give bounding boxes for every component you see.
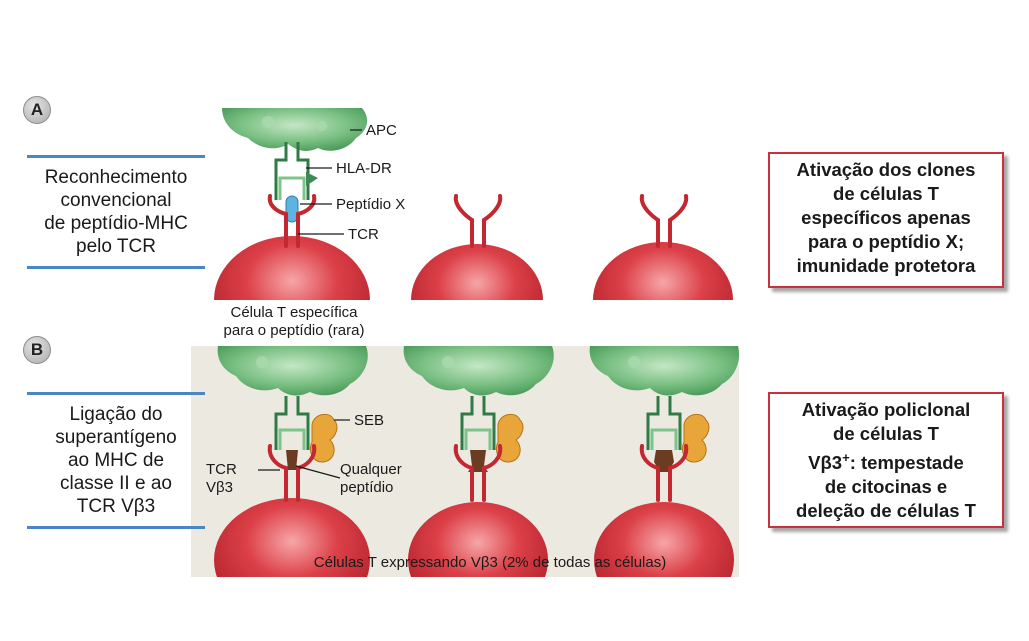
peptide-x bbox=[285, 195, 299, 223]
side-line: de peptídio-MHC bbox=[44, 213, 188, 234]
caption-a-line2: para o peptídio (rara) bbox=[224, 322, 365, 339]
panel-b-side-label: Ligação do superantígeno ao MHC de class… bbox=[25, 392, 207, 529]
apc-vesicle bbox=[317, 121, 327, 131]
rule-bottom bbox=[27, 526, 205, 529]
side-line: convencional bbox=[60, 190, 172, 211]
rule-top bbox=[27, 392, 205, 395]
result-tail: : tempestade bbox=[849, 452, 964, 474]
tcr-receptor bbox=[267, 194, 317, 248]
side-line: TCR Vβ3 bbox=[76, 496, 156, 517]
vb3-b-label: Vβ3 bbox=[206, 479, 233, 496]
any-peptide bbox=[286, 450, 298, 470]
side-line: ao MHC de bbox=[67, 450, 165, 471]
superantigen-complex-2 bbox=[453, 396, 524, 502]
apc-cell bbox=[589, 346, 739, 396]
any-peptide-label-2: peptídio bbox=[340, 479, 393, 496]
result-line: específicos apenas bbox=[801, 207, 971, 228]
panel-b-result-box: Ativação policlonal de células T Vβ3+: t… bbox=[768, 392, 1004, 528]
result-line: de células T bbox=[833, 423, 939, 444]
apc-cell bbox=[217, 346, 368, 396]
apc-cell bbox=[222, 108, 368, 151]
caption-a-line1: Célula T específica bbox=[230, 304, 358, 321]
panel-a-result-box: Ativação dos clones de células T específ… bbox=[768, 152, 1004, 288]
superantigen-complex-1 bbox=[267, 396, 338, 502]
t-cell bbox=[214, 236, 370, 300]
caption-b: Células T expressando Vβ3 (2% de todas a… bbox=[314, 554, 666, 571]
t-cell bbox=[411, 244, 543, 300]
rule-bottom bbox=[27, 266, 205, 269]
panel-a-side-label: Reconhecimento convencional de peptídio-… bbox=[25, 155, 207, 269]
tcr-b-label: TCR bbox=[206, 461, 237, 478]
result-line: Ativação policlonal bbox=[801, 399, 971, 420]
t-cell bbox=[593, 242, 733, 300]
side-line: Reconhecimento bbox=[44, 167, 188, 188]
apc-vesicle bbox=[262, 116, 274, 128]
apc-label: APC bbox=[366, 122, 397, 139]
result-line: imunidade protetora bbox=[796, 255, 976, 276]
apc-vesicle bbox=[628, 356, 640, 368]
rule-top bbox=[27, 155, 205, 158]
tcr-receptor bbox=[639, 194, 689, 248]
result-line: deleção de células T bbox=[796, 500, 976, 522]
side-line: classe II e ao bbox=[60, 473, 172, 494]
panel-a-drawing bbox=[214, 108, 733, 300]
panel-b-badge: B bbox=[23, 336, 51, 364]
side-line: Ligação do bbox=[69, 404, 163, 425]
apc-cell bbox=[403, 346, 554, 396]
vb3-text: Vβ3 bbox=[808, 452, 843, 474]
mhc-tab bbox=[306, 172, 318, 186]
result-line: de células T bbox=[833, 183, 939, 204]
result-line: de citocinas e bbox=[824, 476, 948, 498]
tcr-label: TCR bbox=[348, 226, 379, 243]
result-line: para o peptídio X; bbox=[807, 231, 965, 252]
result-line: Ativação dos clones bbox=[796, 159, 976, 180]
tcr-receptor bbox=[453, 194, 503, 248]
side-line: superantígeno bbox=[55, 427, 177, 448]
apc-vesicle bbox=[256, 356, 268, 368]
apc-vesicle bbox=[442, 356, 454, 368]
t-cell bbox=[594, 502, 734, 577]
leader-line bbox=[295, 465, 341, 479]
hla-dr-label: HLA-DR bbox=[336, 160, 392, 177]
any-peptide-label-1: Qualquer bbox=[340, 461, 402, 478]
side-line: pelo TCR bbox=[76, 236, 156, 257]
superscript-plus: + bbox=[842, 450, 850, 465]
panel-b-drawing bbox=[214, 346, 739, 577]
result-line-vb3: Vβ3+: tempestade bbox=[772, 446, 1000, 475]
t-cell bbox=[408, 502, 548, 577]
panel-a-badge: A bbox=[23, 96, 51, 124]
t-cell bbox=[214, 498, 370, 577]
peptide-x-label: Peptídio X bbox=[336, 196, 405, 213]
superantigen-complex-3 bbox=[639, 396, 710, 502]
seb-label: SEB bbox=[354, 412, 384, 429]
